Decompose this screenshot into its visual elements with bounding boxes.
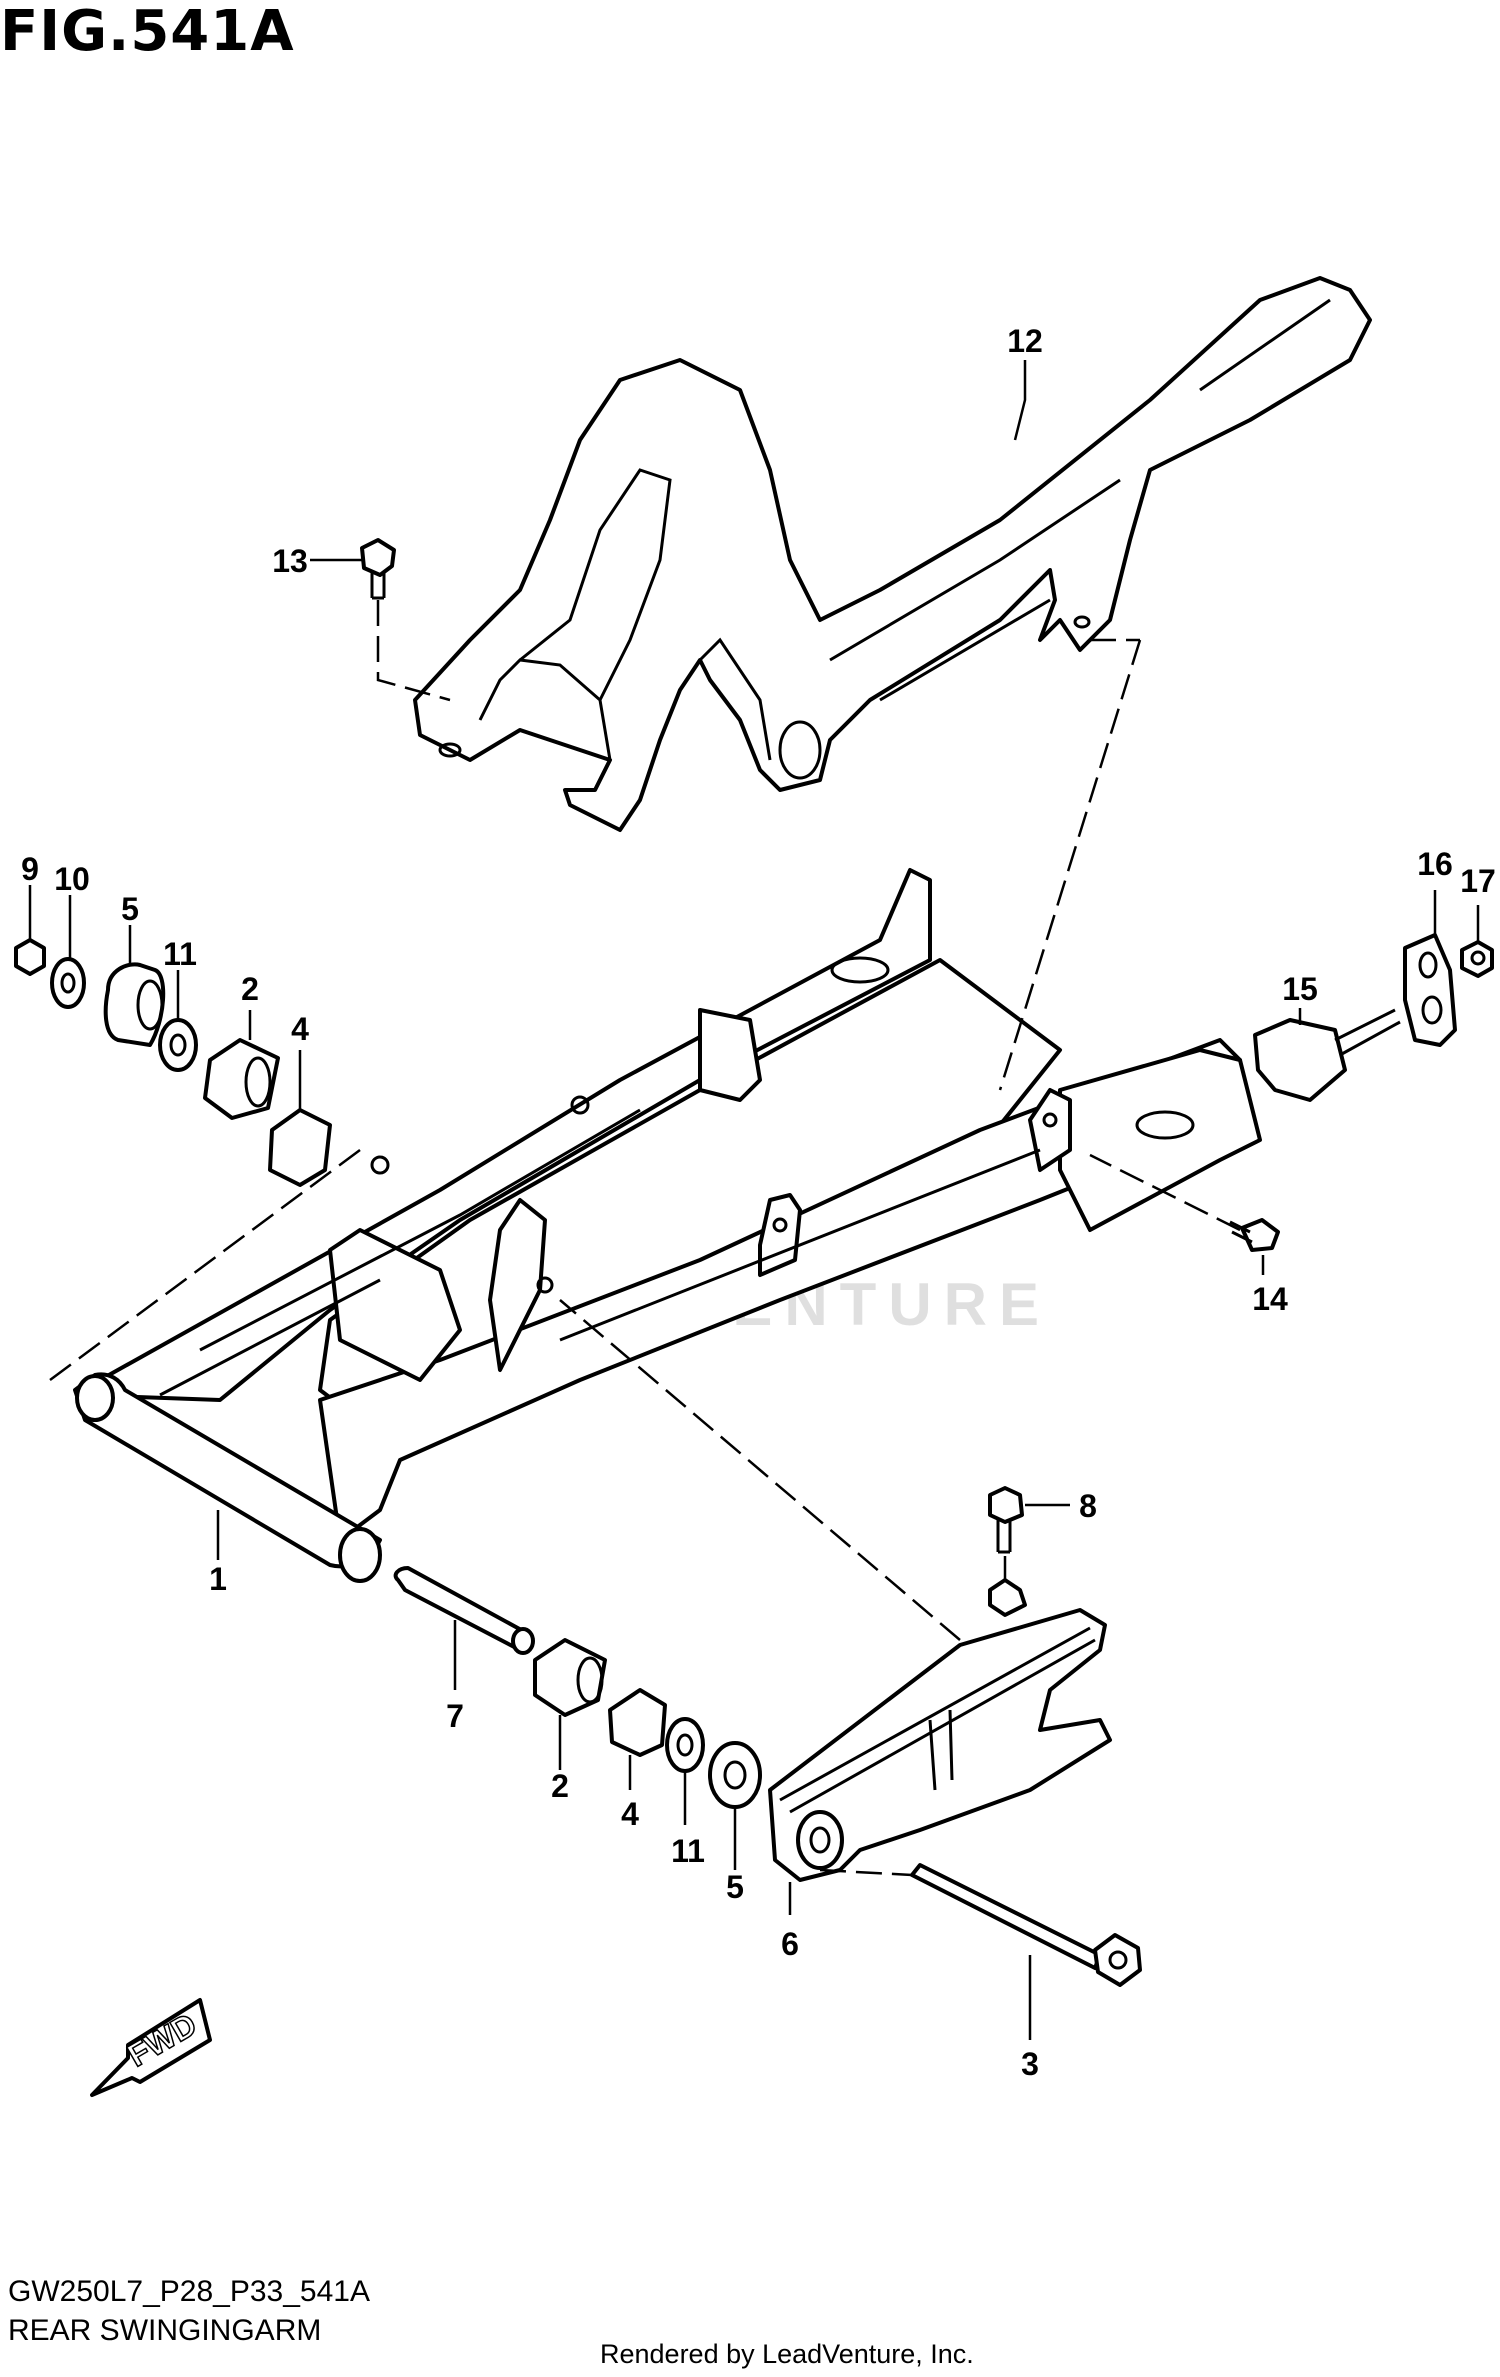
washer-part-11-lower <box>665 1717 705 1773</box>
callout-2-lower: 2 <box>551 1768 569 1804</box>
callout-4-lower: 4 <box>621 1796 639 1832</box>
chain-guide-part-6[interactable] <box>768 1578 1112 1882</box>
bearing-part-2 <box>203 1038 280 1120</box>
callout-1: 1 <box>209 1561 227 1597</box>
leader-lines <box>28 360 1480 2040</box>
bearing-part-2-lower <box>533 1638 607 1717</box>
washer-part-11 <box>158 1018 198 1072</box>
spacer-part-4 <box>268 1108 332 1187</box>
plate-part-16 <box>1403 933 1457 1047</box>
model-code: GW250L7_P28_P33_541A <box>8 2275 370 2308</box>
callout-17: 17 <box>1460 863 1496 899</box>
callout-6: 6 <box>781 1926 799 1962</box>
callout-11-left: 11 <box>163 936 197 972</box>
callout-5-lower: 5 <box>726 1869 744 1905</box>
bolt-part-8[interactable] <box>988 1486 1024 1554</box>
swingarm-part-1[interactable] <box>73 868 1262 1583</box>
section-name: REAR SWINGINGARM <box>8 2314 322 2347</box>
screw-part-14[interactable] <box>1229 1218 1280 1252</box>
callout-4-left: 4 <box>291 1011 309 1047</box>
figure-title: FIG.541A <box>0 0 295 64</box>
nut-part-9 <box>14 938 46 976</box>
callout-labels: 9 10 5 11 2 4 12 13 16 17 15 14 8 1 7 2 … <box>21 323 1496 2082</box>
left-hardware-stack[interactable] <box>14 938 332 1187</box>
fwd-direction-arrow: FWD <box>90 1998 212 2097</box>
bolt-part-13[interactable] <box>360 538 396 600</box>
callout-5-left: 5 <box>121 891 139 927</box>
callout-12: 12 <box>1007 323 1043 359</box>
rendered-by-credit: Rendered by LeadVenture, Inc. <box>600 2339 974 2369</box>
seal-part-5 <box>103 962 166 1047</box>
callout-14: 14 <box>1252 1281 1288 1317</box>
callout-13: 13 <box>272 543 308 579</box>
callout-15: 15 <box>1282 971 1318 1007</box>
adjuster-part-15 <box>1253 1018 1347 1102</box>
chain-adjuster-group[interactable] <box>1253 933 1494 1102</box>
seal-part-5-lower <box>708 1741 762 1809</box>
callout-10: 10 <box>54 861 90 897</box>
callout-3: 3 <box>1021 2046 1039 2082</box>
callout-8: 8 <box>1079 1488 1097 1524</box>
pivot-shaft-part-7[interactable] <box>393 1566 535 1655</box>
callout-7: 7 <box>446 1698 464 1734</box>
callout-11-lower: 11 <box>671 1833 705 1869</box>
chain-case-part-12[interactable] <box>413 276 1372 832</box>
lower-hardware-stack[interactable] <box>533 1638 762 1809</box>
callout-9: 9 <box>21 851 39 887</box>
washer-part-10 <box>50 957 86 1009</box>
callout-2-left: 2 <box>241 971 259 1007</box>
spacer-part-4-lower <box>608 1688 667 1757</box>
callout-16: 16 <box>1417 846 1453 882</box>
bolt-part-3[interactable] <box>910 1863 1142 1987</box>
nut-part-17 <box>1460 940 1494 978</box>
assembly-lines <box>49 600 1241 1877</box>
